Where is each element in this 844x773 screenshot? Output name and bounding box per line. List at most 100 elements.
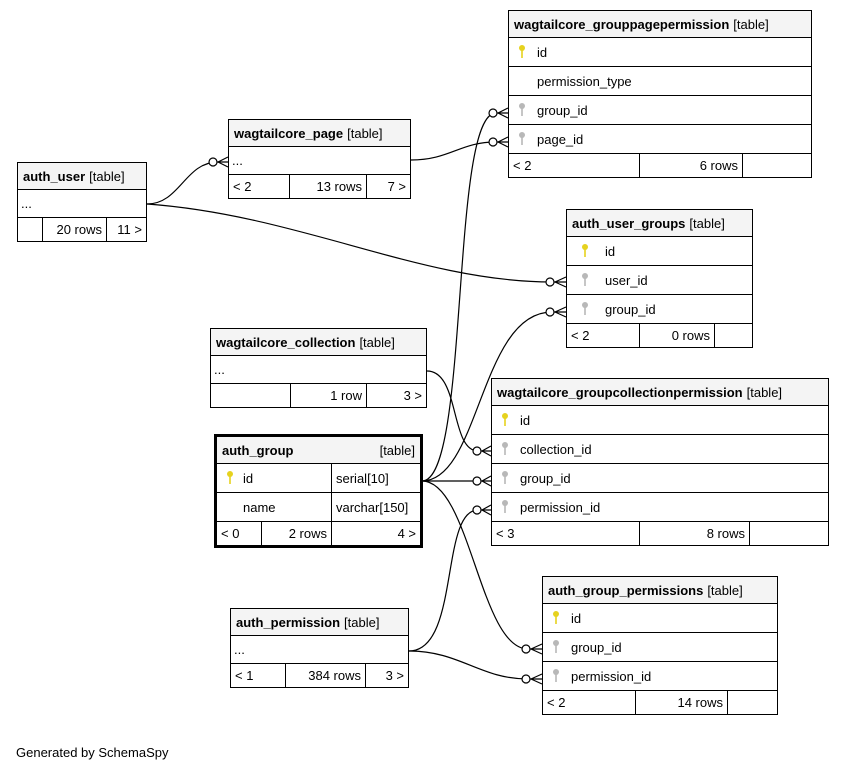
column-row: id serial[10] bbox=[217, 464, 420, 493]
foreign-key-icon bbox=[582, 273, 588, 286]
foreign-key-icon bbox=[582, 302, 588, 315]
foreign-key-icon bbox=[502, 471, 508, 484]
column-row: group_id bbox=[492, 464, 828, 493]
column-name: id bbox=[605, 243, 616, 259]
table-kind: [table] bbox=[379, 442, 415, 458]
column-name: id bbox=[243, 470, 254, 486]
edge-group-gp bbox=[421, 480, 542, 650]
edge-perm-gp bbox=[408, 650, 542, 680]
table-kind: [table] bbox=[89, 168, 125, 184]
table-name: auth_user bbox=[23, 168, 86, 184]
foreign-key-icon bbox=[553, 640, 559, 653]
column-name: id bbox=[520, 412, 531, 428]
column-name: id bbox=[537, 44, 548, 60]
table-auth-group[interactable]: auth_group[table] id serial[10] name var… bbox=[214, 434, 423, 548]
column-row: group_id bbox=[567, 295, 752, 324]
table-auth-user-groups[interactable]: auth_user_groups[table] id user_id group… bbox=[566, 209, 753, 348]
column-row: user_id bbox=[567, 266, 752, 295]
column-name: group_id bbox=[605, 301, 656, 317]
children-link[interactable] bbox=[728, 691, 777, 714]
table-name: auth_permission bbox=[236, 614, 341, 630]
parents-link[interactable]: < 0 bbox=[217, 522, 262, 545]
column-row: permission_type bbox=[509, 67, 811, 96]
column-name: collection_id bbox=[520, 441, 592, 457]
row-count: 384 rows bbox=[286, 664, 366, 687]
column-row: group_id bbox=[543, 633, 777, 662]
row-count: 0 rows bbox=[640, 324, 715, 347]
primary-key-icon bbox=[582, 244, 588, 257]
table-name: auth_user_groups bbox=[572, 215, 686, 231]
table-kind: [table] bbox=[733, 16, 769, 32]
table-kind: [table] bbox=[689, 215, 725, 231]
column-name: group_id bbox=[520, 470, 571, 486]
parents-link[interactable]: < 3 bbox=[492, 522, 640, 545]
children-link[interactable] bbox=[715, 324, 752, 347]
primary-key-icon bbox=[227, 471, 233, 484]
table-name: wagtailcore_grouppagepermission bbox=[514, 16, 730, 32]
children-link[interactable]: 11 > bbox=[117, 222, 142, 237]
column-name: permission_id bbox=[571, 668, 652, 684]
column-row: permission_id bbox=[543, 662, 777, 691]
columns-ellipsis: ... bbox=[18, 190, 146, 218]
row-count: 6 rows bbox=[640, 154, 743, 177]
column-name: id bbox=[571, 610, 582, 626]
children-link[interactable]: 7 > bbox=[387, 179, 406, 194]
parents-link[interactable] bbox=[18, 218, 43, 241]
children-link[interactable] bbox=[750, 522, 828, 545]
table-kind: [table] bbox=[707, 582, 743, 598]
children-link[interactable]: 4 > bbox=[397, 526, 416, 541]
foreign-key-icon bbox=[502, 442, 508, 455]
table-grouppagepermission[interactable]: wagtailcore_grouppagepermission[table] i… bbox=[508, 10, 812, 178]
table-kind: [table] bbox=[347, 125, 383, 141]
row-count: 1 row bbox=[291, 384, 367, 407]
table-auth-group-permissions[interactable]: auth_group_permissions[table] id group_i… bbox=[542, 576, 778, 715]
parents-link[interactable]: < 2 bbox=[509, 154, 640, 177]
children-link[interactable]: 3 > bbox=[403, 388, 422, 403]
edge-collection-gcp bbox=[426, 370, 491, 452]
table-name: wagtailcore_collection bbox=[216, 334, 356, 350]
children-link[interactable] bbox=[743, 154, 811, 177]
column-name: user_id bbox=[605, 272, 648, 288]
parents-link[interactable]: < 2 bbox=[567, 324, 640, 347]
primary-key-icon bbox=[519, 45, 525, 58]
column-row: group_id bbox=[509, 96, 811, 125]
parents-link[interactable]: < 2 bbox=[543, 691, 636, 714]
table-name: wagtailcore_page bbox=[234, 125, 344, 141]
table-footer: 1 row 3 > bbox=[211, 384, 426, 407]
table-kind: [table] bbox=[344, 614, 380, 630]
edge-user-page bbox=[146, 161, 228, 205]
generator-caption: Generated by SchemaSpy bbox=[16, 745, 169, 760]
column-name: permission_type bbox=[537, 73, 632, 89]
edge-perm-gcp bbox=[408, 509, 491, 652]
parents-link[interactable] bbox=[211, 384, 291, 407]
parents-link[interactable]: < 2 bbox=[229, 175, 290, 198]
column-row: permission_id bbox=[492, 493, 828, 522]
column-row: id bbox=[543, 604, 777, 633]
row-count: 2 rows bbox=[262, 522, 332, 545]
table-kind: [table] bbox=[359, 334, 395, 350]
table-name: auth_group_permissions bbox=[548, 582, 704, 598]
foreign-key-icon bbox=[553, 669, 559, 682]
column-row: id bbox=[567, 237, 752, 266]
primary-key-icon bbox=[553, 611, 559, 624]
parents-link[interactable]: < 1 bbox=[231, 664, 286, 687]
table-groupcollectionpermission[interactable]: wagtailcore_groupcollectionpermission[ta… bbox=[491, 378, 829, 546]
column-name: group_id bbox=[571, 639, 622, 655]
column-name: page_id bbox=[537, 131, 584, 147]
foreign-key-icon bbox=[502, 500, 508, 513]
foreign-key-icon bbox=[519, 132, 525, 145]
column-row: id bbox=[492, 406, 828, 435]
children-link[interactable]: 3 > bbox=[385, 668, 404, 683]
column-row: name varchar[150] bbox=[217, 493, 420, 522]
